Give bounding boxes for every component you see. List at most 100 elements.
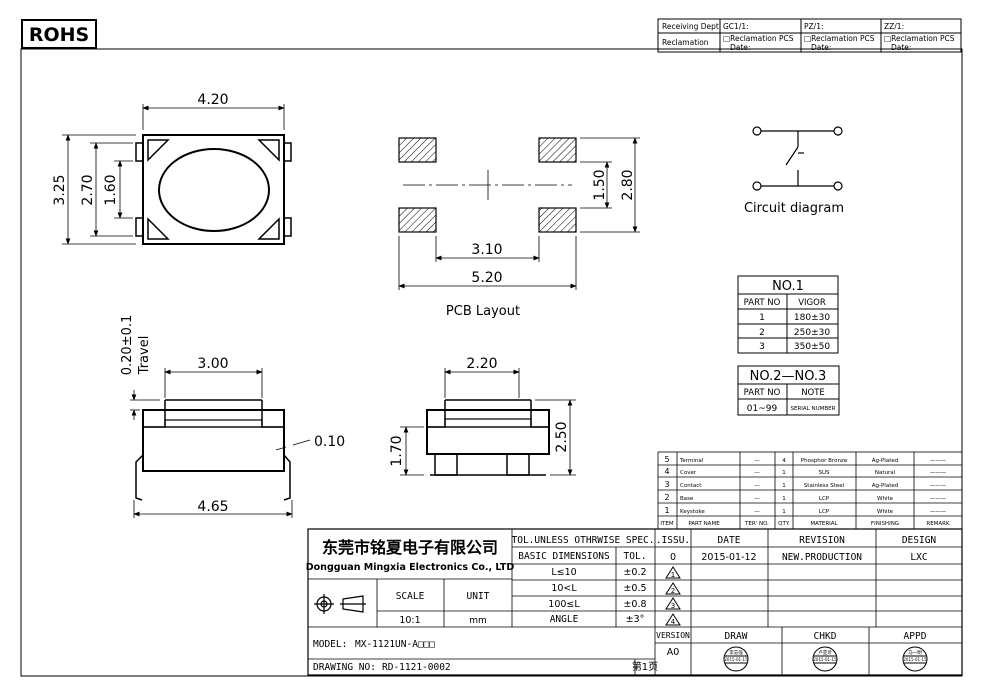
bom-ter-no-1: —	[754, 458, 760, 464]
dim-side-300: 3.00	[197, 356, 228, 372]
rev-mark-3: 3	[671, 602, 675, 610]
bom-qty-2: 1	[782, 470, 786, 476]
unit-value: mm	[469, 616, 487, 626]
circuit-label: Circuit diagram	[744, 201, 844, 216]
issue-value: 0	[670, 552, 676, 563]
bom-head-remark: REMARK	[926, 521, 950, 527]
bom-remark-2: ———	[930, 470, 947, 476]
chkd-label: CHKD	[814, 631, 837, 642]
dim-pcb-150: 1.50	[592, 169, 608, 200]
bom-material-4: LCP	[819, 496, 830, 502]
appd-label: APPD	[904, 631, 927, 642]
stamp-appd-date: 2015-01-15	[903, 657, 927, 662]
tol-row3-range: 100≤L	[548, 599, 580, 610]
recl-date-3: Date:	[891, 43, 911, 52]
projection-symbol	[314, 594, 366, 614]
bom-item-3: 3	[664, 480, 669, 489]
bom-item-2: 4	[664, 467, 669, 476]
date-value: 2015-01-12	[701, 552, 756, 563]
approval-stamps	[723, 646, 928, 672]
no1-title: NO.1	[772, 279, 804, 294]
dim-side-010: 0.10	[314, 434, 345, 450]
bom-qty-3: 1	[782, 483, 786, 489]
gc-label: GC1/1:	[723, 22, 749, 31]
bom-part-name-3: Contact	[680, 483, 702, 489]
dim-side-465: 4.65	[197, 499, 228, 515]
bom-item-5: 1	[664, 506, 669, 515]
bom-finishing-2: Natural	[875, 470, 896, 476]
reclamation-label: Reclamation	[662, 38, 709, 47]
model-value: MX-1121UN-A□□□	[355, 639, 435, 650]
no1-row3-part: 3	[759, 342, 765, 352]
bom-remark-3: ———	[930, 483, 947, 489]
bom-qty-4: 1	[782, 496, 786, 502]
basic-dim-label: BASIC DIMENSIONS	[518, 551, 610, 562]
bom-finishing-5: White	[877, 509, 894, 515]
no23-row-note: SERIAL NUMBER	[791, 406, 836, 412]
pcb-layout-label: PCB Layout	[446, 304, 520, 319]
company-name-en: Dongguan Mingxia Electronics Co., LTD	[306, 562, 515, 573]
travel-value: 0.20±0.1	[120, 315, 135, 376]
dim-height-160: 1.60	[103, 174, 119, 205]
design-value: LXC	[910, 552, 927, 563]
revision-header: REVISION	[799, 535, 845, 546]
tol-row2-range: 10<L	[551, 583, 577, 594]
tol-row1-range: L≤10	[551, 567, 576, 578]
bom-material-1: Phosphor Bronze	[801, 458, 848, 464]
dim-height-270: 2.70	[80, 174, 96, 205]
title-block	[307, 528, 963, 676]
tol-row3-value: ±0.8	[623, 599, 646, 610]
no23-table	[737, 365, 840, 416]
bom-qty-5: 1	[782, 509, 786, 515]
bom-part-name-4: Base	[680, 496, 694, 502]
bom-part-name-2: Cover	[680, 470, 697, 476]
tol-row1-value: ±0.2	[623, 567, 646, 578]
bom-item-1: 5	[664, 455, 669, 464]
front-view	[400, 368, 576, 476]
dim-front-170: 1.70	[389, 435, 405, 466]
stamp-draw-date: 2015-01-15	[724, 657, 748, 662]
bom-ter-no-2: —	[754, 470, 760, 476]
recl-pcs-3: □Reclamation PCS	[884, 34, 955, 43]
receiving-table: Receiving Dept GC1/1: PZ/1: ZZ/1: Reclam…	[657, 18, 962, 53]
travel-label: Travel	[137, 336, 152, 376]
rev-mark-1: 1	[671, 571, 675, 579]
dim-pcb-280: 2.80	[620, 169, 636, 200]
issu-header: .ISSU.	[656, 535, 690, 546]
top-view	[62, 104, 292, 245]
bom-remark-5: ———	[930, 509, 947, 515]
drawing-no-value: RD-1121-0002	[382, 662, 451, 673]
tol-row2-value: ±0.5	[623, 583, 646, 594]
pcb-layout	[398, 137, 640, 290]
bom-finishing-3: Ag-Plated	[872, 483, 899, 489]
draw-label: DRAW	[725, 631, 748, 642]
pz-label: PZ/1:	[804, 22, 824, 31]
bom-ter-no-3: —	[754, 483, 760, 489]
date-header: DATE	[718, 535, 741, 546]
no1-row1-vigor: 180±30	[794, 313, 830, 323]
no1-row2-vigor: 250±30	[794, 328, 830, 338]
bom-ter-no-4: —	[754, 496, 760, 502]
scale-value: 10:1	[399, 615, 420, 626]
side-view	[130, 368, 311, 518]
design-header: DESIGN	[902, 535, 937, 546]
dim-pcb-520: 5.20	[471, 270, 502, 286]
model-label: MODEL:	[313, 639, 347, 650]
bom-material-5: LCP	[819, 509, 830, 515]
bom-part-name-1: Terminal	[679, 458, 704, 464]
bom-item-4: 2	[664, 493, 669, 502]
bom-head-material: MATERIAL	[810, 521, 838, 527]
recl-pcs-1: □Reclamation PCS	[723, 34, 794, 43]
dim-pcb-310: 3.10	[471, 242, 502, 258]
no1-row3-vigor: 350±50	[794, 342, 830, 352]
drawing-frame	[20, 48, 963, 677]
no1-table	[737, 275, 839, 354]
bom-finishing-4: White	[877, 496, 894, 502]
bom-head-part-name: PART NAME	[688, 521, 720, 527]
rohs-box	[21, 19, 97, 49]
stamp-draw-name: 李志强	[729, 649, 743, 656]
stamp-appd-name: 马一明	[908, 649, 922, 656]
drawing-no-label: DRAWING NO:	[313, 662, 376, 673]
tol-row4-range: ANGLE	[550, 614, 579, 625]
